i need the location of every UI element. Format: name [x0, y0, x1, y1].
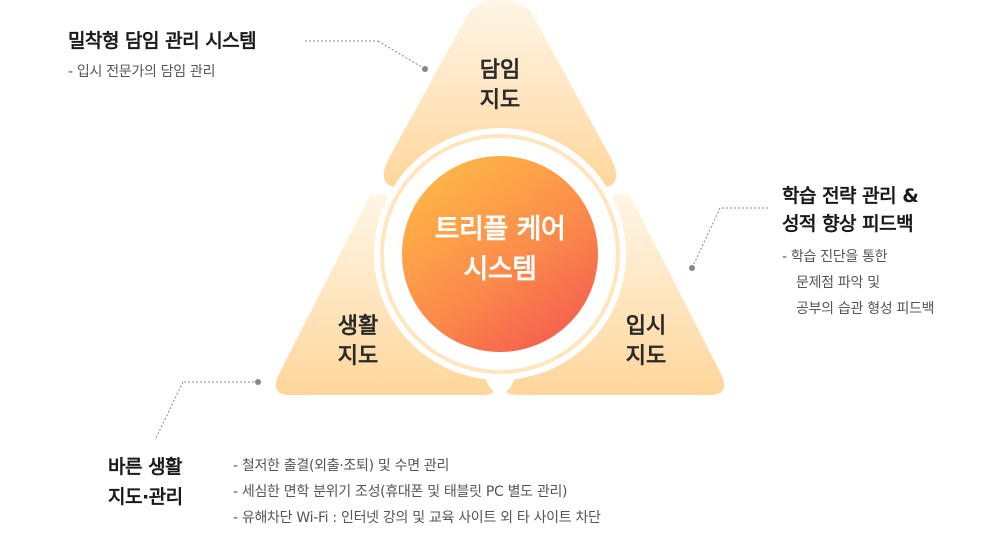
connector-top [305, 40, 428, 72]
callout-top-title: 밀착형 담임 관리 시스템 [68, 30, 257, 52]
center-ring-glow [380, 134, 620, 374]
connector-bottom [154, 379, 261, 441]
connector-right [689, 207, 768, 271]
callout-right-item-1: - 학습 진단을 통한 [782, 249, 888, 265]
callout-bottom-item-1: - 철저한 출결(외출·조퇴) 및 수면 관리 [233, 458, 450, 474]
callout-right-title-line1: 학습 전략 관리 & [782, 185, 919, 207]
center-label-line2: 시스템 [463, 254, 537, 285]
callout-right-title-line2: 성적 향상 피드백 [782, 213, 914, 235]
center-label-line1: 트리플 케어 [434, 214, 566, 245]
segment-top-line1: 담임 [479, 58, 521, 83]
segment-left-line2: 지도 [337, 344, 379, 369]
callout-bottom-title-line2: 지도·관리 [108, 486, 183, 508]
callout-bottom-title-line1: 바른 생활 [108, 456, 183, 478]
callout-top: 밀착형 담임 관리 시스템 - 입시 전문가의 담임 관리 [68, 27, 257, 85]
center-circle [402, 156, 598, 352]
callout-top-item: - 입시 전문가의 담임 관리 [68, 64, 216, 80]
callout-right-item-3: 공부의 습관 형성 피드백 [796, 301, 935, 317]
segment-right-line2: 지도 [625, 344, 667, 369]
segment-top-shape [383, 0, 617, 188]
segment-left-line1: 생활 [337, 314, 379, 339]
callout-right-item-2: 문제점 파악 및 [796, 275, 880, 291]
segment-top-line2: 지도 [479, 88, 521, 113]
segment-right-label: 입시 지도 [596, 312, 696, 372]
callout-bottom-title: 바른 생활 지도·관리 [108, 453, 183, 511]
segment-left-label: 생활 지도 [308, 312, 408, 372]
callout-bottom-item-3: - 유해차단 Wi-Fi : 인터넷 강의 및 교육 사이트 외 타 사이트 차… [233, 510, 601, 526]
segment-right-line1: 입시 [625, 314, 667, 339]
callout-bottom-item-2: - 세심한 면학 분위기 조성(휴대폰 및 태블릿 PC 별도 관리) [233, 484, 568, 500]
segment-top-label: 담임 지도 [450, 56, 550, 116]
center-label: 트리플 케어 시스템 [410, 210, 590, 290]
callout-bottom-items: - 철저한 출결(외출·조퇴) 및 수면 관리 - 세심한 면학 분위기 조성(… [233, 453, 601, 531]
callout-right: 학습 전략 관리 & 성적 향상 피드백 - 학습 진단을 통한 문제점 파악 … [782, 182, 935, 322]
